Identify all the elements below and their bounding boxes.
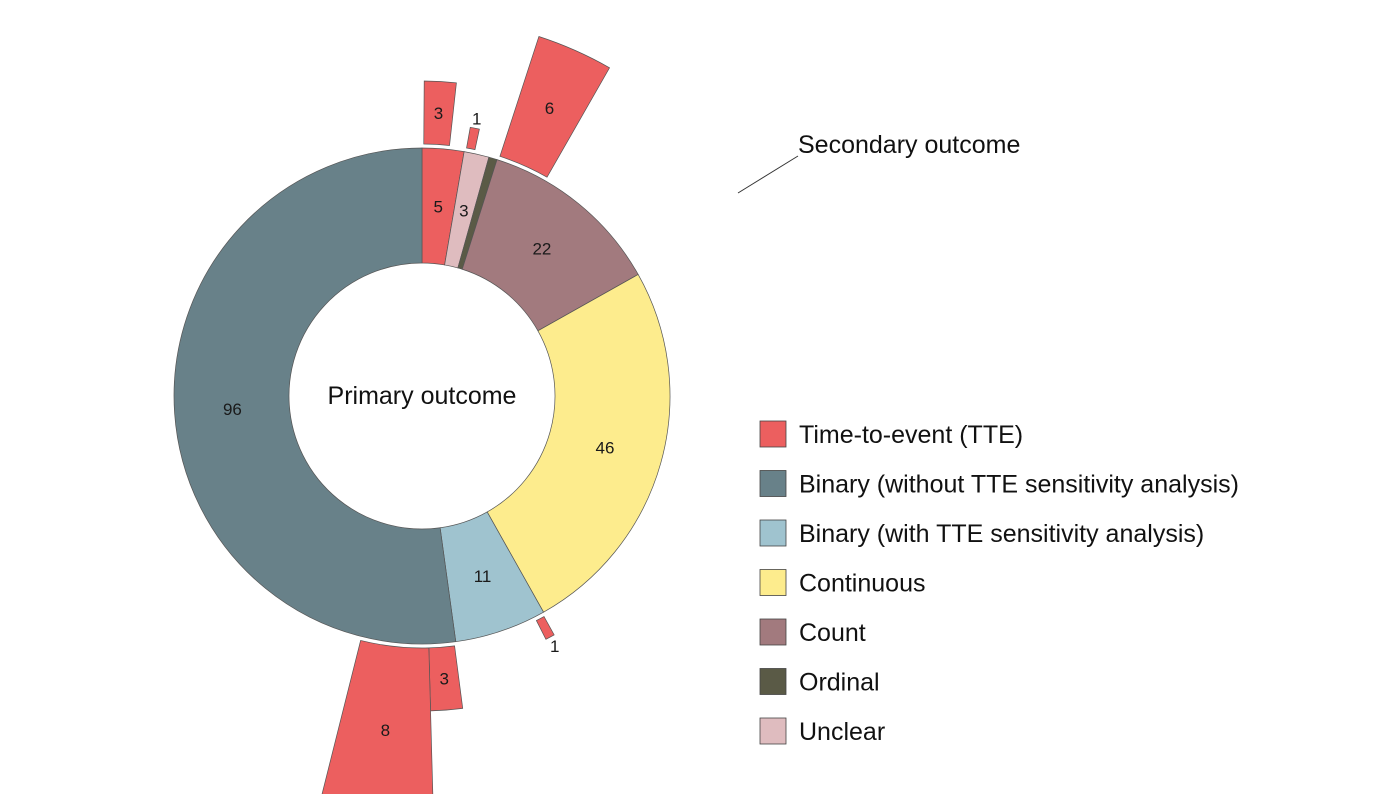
primary-slice-value-label: 46: [595, 438, 614, 457]
secondary-outcome-ring: 3 1 6 1 3 8: [321, 36, 611, 794]
primary-slice-value-label: 96: [223, 400, 242, 419]
secondary-slice-value-label: 6: [545, 99, 554, 118]
secondary-outcome-leader-line: [737, 155, 799, 194]
primary-slice-bin_no: [173, 147, 457, 645]
legend-swatch: [759, 569, 787, 596]
primary-outcome-label: Primary outcome: [328, 382, 517, 410]
legend-item-bin_tte: Binary (with TTE sensitivity analysis): [759, 519, 1204, 548]
secondary-slice-tte: [499, 36, 611, 178]
secondary-slice-tte: [466, 126, 480, 151]
legend-item-tte: Time-to-event (TTE): [759, 420, 1023, 449]
legend-item-count: Count: [759, 618, 866, 647]
primary-slice-value-label: 22: [532, 240, 551, 259]
legend-label: Count: [799, 619, 866, 647]
secondary-slice-value-label: 1: [550, 637, 559, 656]
legend-label: Ordinal: [799, 669, 880, 697]
legend-label: Unclear: [799, 718, 885, 746]
legend-swatch: [759, 420, 787, 448]
legend-item-ord: Ordinal: [759, 668, 880, 697]
legend-item-cont: Continuous: [759, 569, 925, 598]
legend-item-unc: Unclear: [759, 717, 885, 746]
secondary-slice-value-label: 3: [434, 104, 443, 123]
secondary-slice-value-label: 1: [472, 109, 481, 128]
primary-slice-value-label: 5: [433, 198, 442, 217]
legend-swatch: [759, 717, 787, 745]
secondary-slice-value-label: 3: [439, 670, 448, 689]
legend-swatch: [759, 519, 787, 547]
legend-item-bin_no: Binary (without TTE sensitivity analysis…: [759, 470, 1239, 499]
legend-swatch: [759, 618, 787, 646]
secondary-slice-tte: [423, 80, 457, 146]
secondary-slice-tte: [535, 616, 555, 640]
legend-label: Binary (with TTE sensitivity analysis): [799, 520, 1204, 548]
legend: Time-to-event (TTE) Binary (without TTE s…: [759, 420, 1239, 746]
legend-label: Continuous: [799, 570, 925, 598]
secondary-outcome-label: Secondary outcome: [798, 131, 1020, 159]
legend-label: Binary (without TTE sensitivity analysis…: [799, 471, 1239, 499]
legend-swatch: [759, 668, 787, 695]
secondary-slice-value-label: 8: [381, 721, 390, 740]
primary-slice-value-label: 3: [459, 202, 468, 221]
legend-label: Time-to-event (TTE): [799, 421, 1023, 449]
primary-slice-value-label: 11: [474, 567, 492, 586]
secondary-slice-tte: [321, 639, 434, 794]
primary-slice-cont: [486, 273, 671, 613]
legend-swatch: [759, 470, 787, 497]
